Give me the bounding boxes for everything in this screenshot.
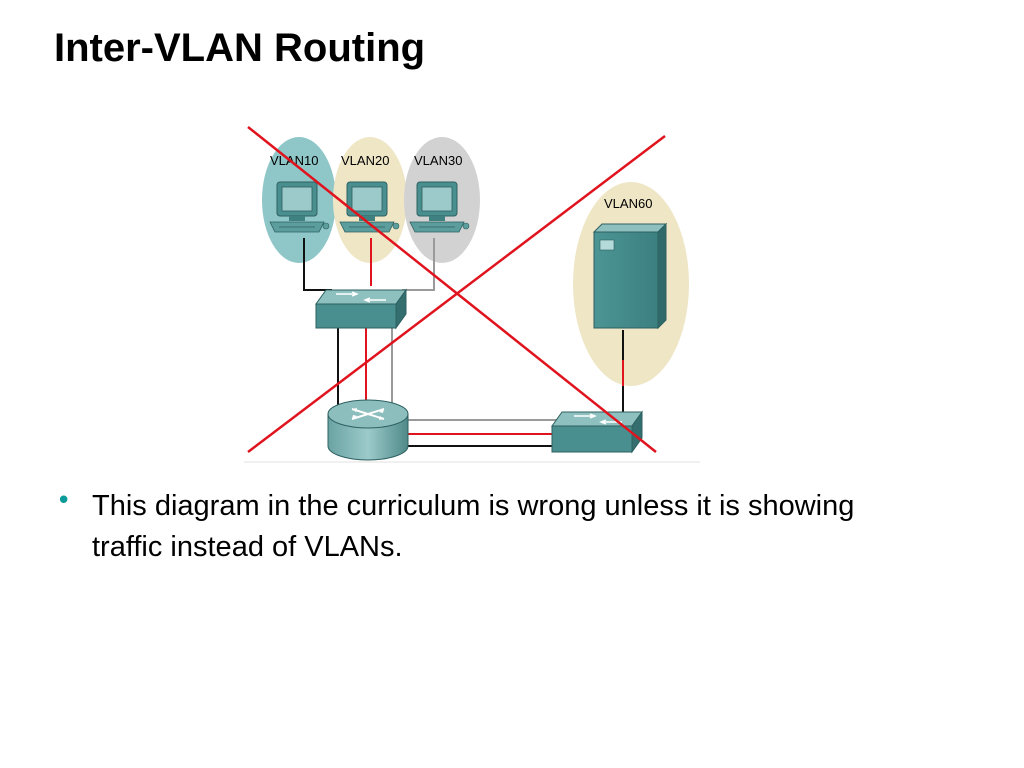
cross-out-line <box>247 126 657 453</box>
vlan30-label: VLAN30 <box>414 153 462 168</box>
switch-icon <box>551 410 643 454</box>
slide-title: Inter-VLAN Routing <box>54 26 426 70</box>
server-icon <box>592 222 668 330</box>
cross-out-line <box>247 135 666 453</box>
link-pc30-switch <box>402 238 435 291</box>
router-icon <box>327 399 409 461</box>
bullet-text: This diagram in the curriculum is wrong … <box>92 490 855 563</box>
vlan60-label: VLAN60 <box>604 196 652 211</box>
bullet-list: • This diagram in the curriculum is wron… <box>56 486 876 568</box>
link-pc10-switch <box>303 238 332 291</box>
switch-icon <box>315 288 407 330</box>
vlan20-label: VLAN20 <box>341 153 389 168</box>
vlan10-label: VLAN10 <box>270 153 318 168</box>
bullet-icon: • <box>56 486 72 516</box>
